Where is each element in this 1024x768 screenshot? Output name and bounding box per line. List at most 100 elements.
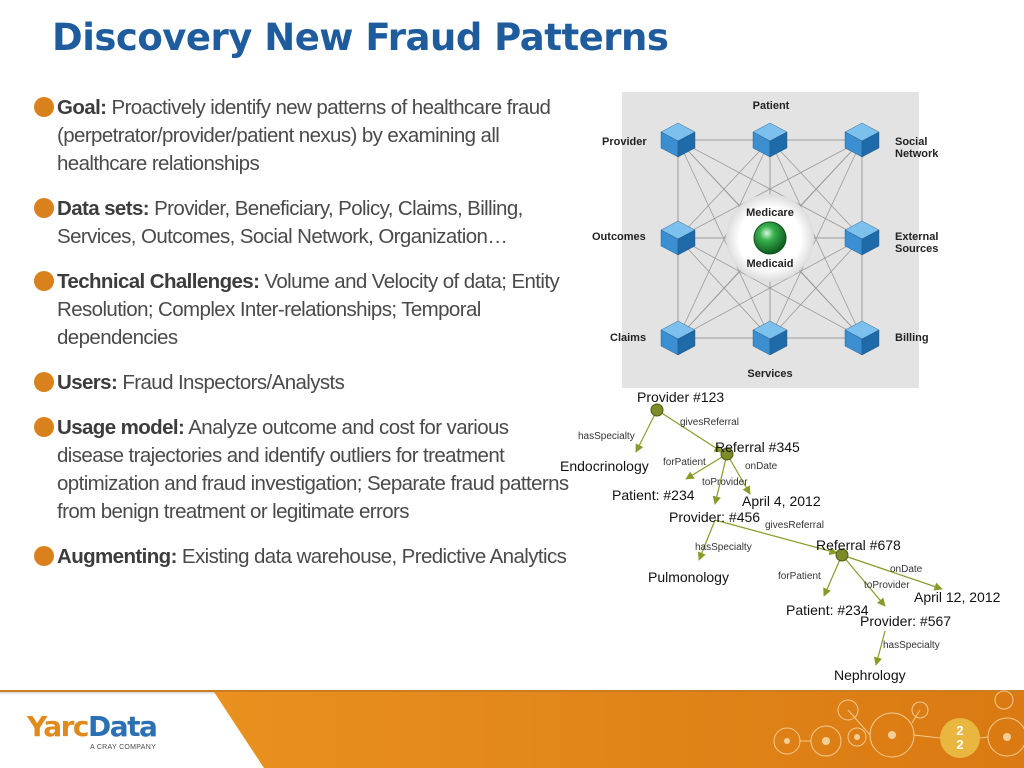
graph-node-label: Provider: #567: [860, 613, 951, 629]
footer-orange-panel: [214, 692, 1024, 768]
decorative-dots: [784, 731, 1011, 745]
deco-line: [979, 736, 989, 739]
bullet-label: Technical Challenges:: [57, 270, 260, 293]
graph-node-label: Referral #345: [715, 439, 800, 455]
graph-edge-label: hasSpecialty: [695, 542, 752, 553]
deco-line: [913, 734, 941, 739]
graph-node-label: Nephrology: [834, 667, 906, 683]
node-label-external-line2: Sources: [895, 243, 938, 255]
deco-dot: [1003, 733, 1011, 741]
deco-circle: [994, 690, 1014, 710]
bullet-label: Usage model:: [57, 416, 185, 439]
logo-data: Data: [88, 710, 158, 743]
edge-line: [697, 519, 716, 561]
bullet-body: Proactively identify new patterns of hea…: [57, 96, 551, 175]
connection-line: [677, 139, 771, 339]
center-label-bottom: Medicaid: [746, 258, 793, 270]
graph-node-label: Provider #123: [637, 389, 724, 405]
graph-node-label: Patient: #234: [786, 602, 869, 618]
deco-circle: [911, 701, 929, 719]
deco-dot: [822, 737, 830, 745]
node-label-social-line2: Network: [895, 148, 939, 160]
entity-relationship-diagram: Medicare Medicaid Patient Provider Socia…: [592, 92, 939, 388]
graph-node-label: Pulmonology: [648, 569, 729, 585]
graph-edge-label: onDate: [890, 564, 923, 575]
node-label-social-line1: Social: [895, 136, 927, 148]
connection-line: [677, 139, 771, 239]
graph-edges: [635, 409, 943, 666]
node-label-claims: Claims: [610, 332, 646, 344]
deco-circle: [847, 727, 867, 747]
entity-cube-icon: [660, 320, 696, 356]
graph-edge-label: toProvider: [864, 580, 910, 591]
graph-edge-label: forPatient: [663, 457, 706, 468]
page-number-badge: 2 2: [940, 718, 980, 758]
referral-graph: Provider #123 Referral #345 Endocrinolog…: [560, 389, 1001, 683]
bullet-body: Fraud Inspectors/Analysts: [117, 371, 345, 394]
deco-dot: [784, 738, 790, 744]
bullet-dot-icon: [34, 97, 54, 117]
bullet-body: Existing data warehouse, Predictive Anal…: [176, 545, 567, 568]
graph-node-dot: [835, 548, 849, 562]
bullet-label: Augmenting:: [57, 545, 177, 568]
graph-edge-label: forPatient: [778, 571, 821, 582]
bullet-dot-icon: [34, 546, 54, 566]
entity-cube-icon: [752, 122, 788, 158]
connection-line: [677, 139, 863, 239]
graph-node-dot: [720, 447, 734, 461]
bullet-augmenting: Augmenting: Existing data warehouse, Pre…: [34, 543, 574, 571]
logo-yarc: Yarc: [27, 710, 90, 743]
bullet-technical-challenges: Technical Challenges: Volume and Velocit…: [34, 268, 574, 352]
deco-line: [847, 709, 871, 736]
bullet-dot-icon: [34, 271, 54, 291]
bullet-data-sets: Data sets: Provider, Beneficiary, Policy…: [34, 195, 574, 251]
bullet-goal: Goal: Proactively identify new patterns …: [34, 94, 574, 178]
footer-rule: [0, 690, 1024, 692]
footer-band: [0, 690, 1024, 768]
graph-node-label: Endocrinology: [560, 458, 649, 474]
bullet-body: Analyze outcome and cost for various dis…: [57, 416, 569, 523]
edge-line: [873, 630, 886, 666]
bullet-usage-model: Usage model: Analyze outcome and cost fo…: [34, 414, 574, 526]
deco-dot: [854, 734, 860, 740]
bullet-list: Goal: Proactively identify new patterns …: [34, 94, 574, 588]
node-label-services: Services: [747, 368, 792, 380]
entity-cube-icon: [844, 320, 880, 356]
yarcdata-logo: YarcData: [27, 710, 158, 743]
entity-cube-icon: [752, 320, 788, 356]
graph-node-label: Referral #678: [816, 537, 901, 553]
graph-edge-label: hasSpecialty: [578, 431, 635, 442]
edge-line: [726, 453, 751, 495]
edge-line: [635, 409, 658, 453]
node-label-provider: Provider: [602, 136, 647, 148]
edge-line: [841, 554, 943, 591]
graph-edge-label: givesReferral: [680, 417, 739, 428]
decorative-circles: [773, 690, 1024, 758]
entity-cube-icon: [660, 220, 696, 256]
bullet-label: Goal:: [57, 96, 107, 119]
graph-edge-label: toProvider: [702, 477, 748, 488]
bullet-dot-icon: [34, 198, 54, 218]
graph-node-label: April 12, 2012: [914, 589, 1001, 605]
node-label-billing: Billing: [895, 332, 929, 344]
node-label-external-line1: External: [895, 231, 938, 243]
node-label-patient: Patient: [753, 100, 790, 112]
entity-cube-icon: [844, 220, 880, 256]
bullet-label: Users:: [57, 371, 118, 394]
deco-circle: [837, 699, 859, 721]
connection-line: [769, 139, 863, 339]
graph-node-label: April 4, 2012: [742, 493, 821, 509]
graph-edge-label: onDate: [745, 461, 778, 472]
edge-line: [841, 554, 886, 607]
bullet-dot-icon: [34, 372, 54, 392]
deco-dot: [888, 731, 896, 739]
edge-line: [823, 554, 843, 597]
bullet-body: Provider, Beneficiary, Policy, Claims, B…: [57, 197, 523, 248]
page-number: 2 2: [956, 723, 964, 752]
graph-node-label: Patient: #234: [612, 487, 695, 503]
bullet-dot-icon: [34, 417, 54, 437]
slide-title: Discovery New Fraud Patterns: [52, 16, 669, 59]
bullet-users: Users: Fraud Inspectors/Analysts: [34, 369, 574, 397]
